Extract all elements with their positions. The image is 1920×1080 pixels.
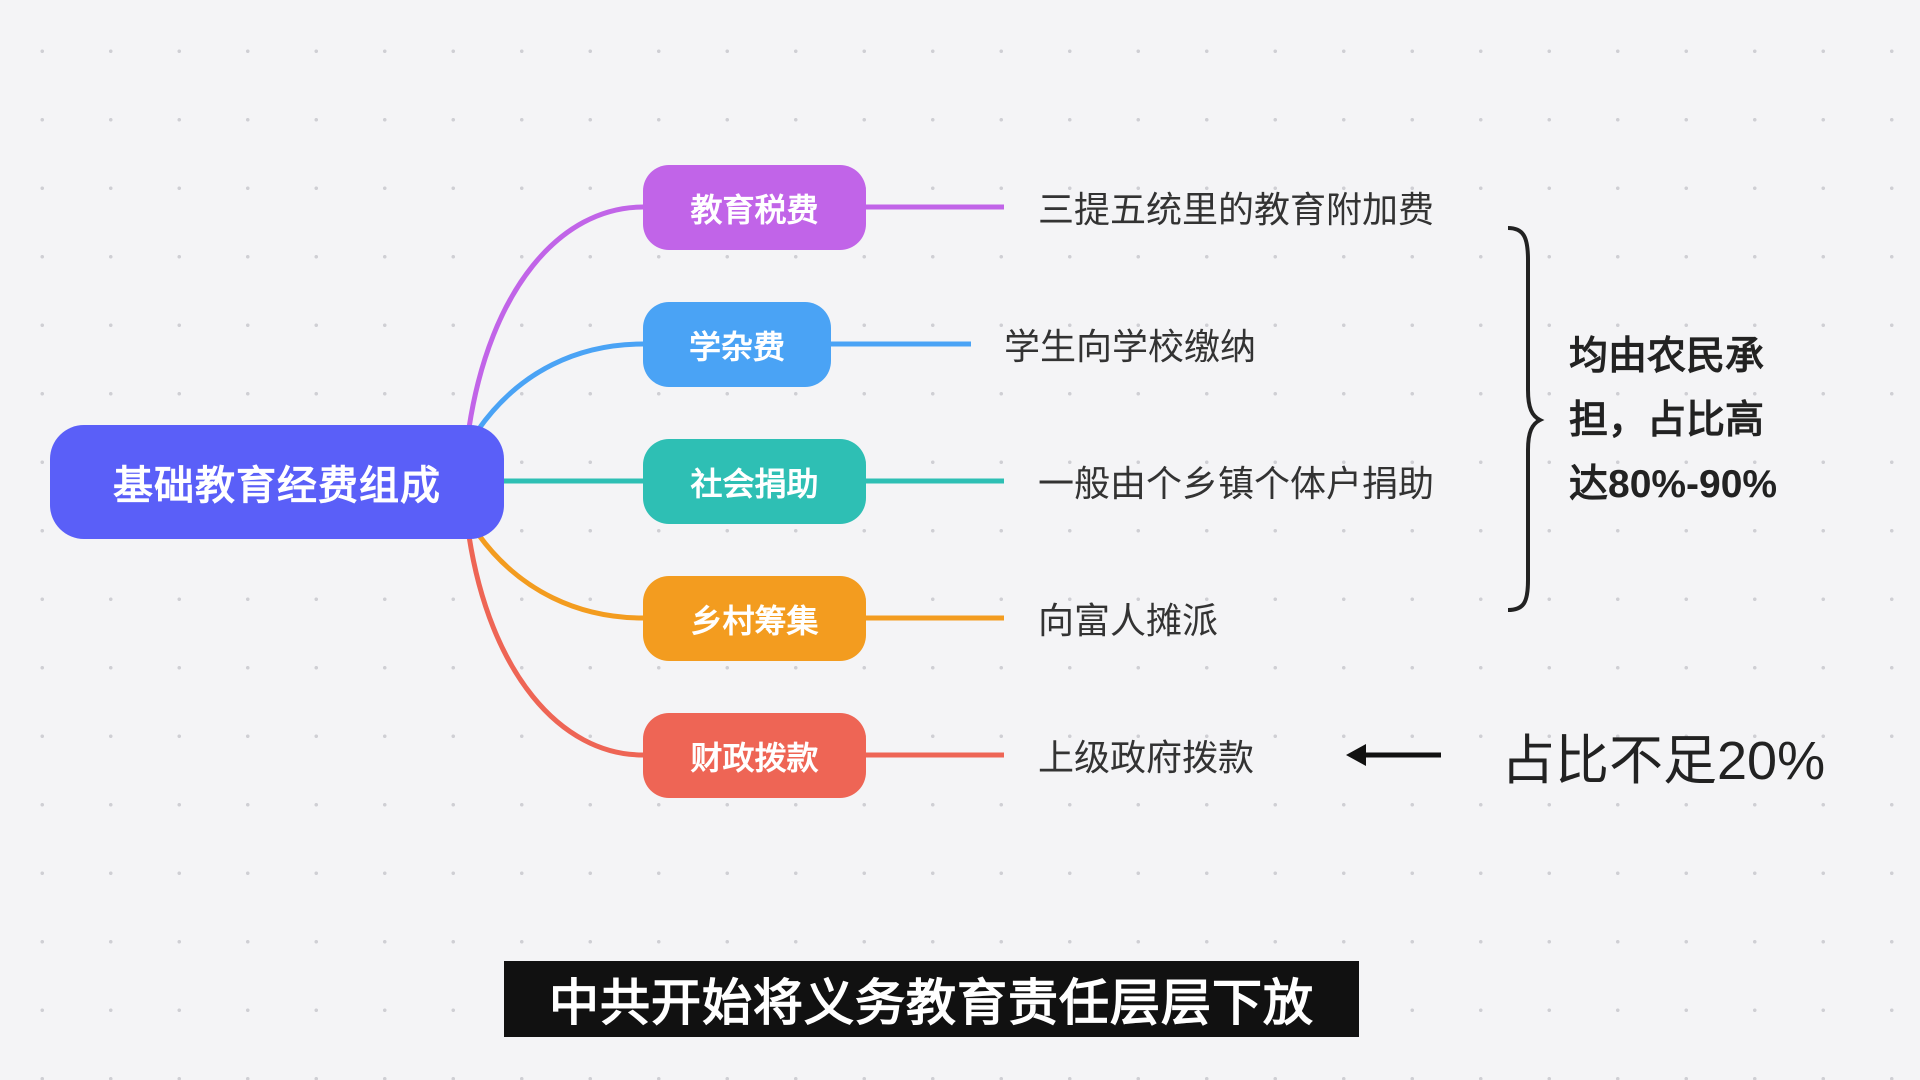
arrow-note: 占比不足20%: [1501, 731, 1826, 791]
link-branch-1: [475, 341, 644, 432]
link-branch-0: [466, 204, 644, 429]
leaf-text[interactable]: 上级政府拨款: [1038, 737, 1255, 778]
leaf-text[interactable]: 学生向学校缴纳: [1004, 326, 1257, 367]
branch-node-donation[interactable]: 社会捐助: [643, 439, 866, 524]
curly-brace: [1507, 226, 1545, 612]
link-branch-3: [475, 532, 644, 621]
bracket-note-line: 均由农民承: [1569, 335, 1765, 378]
branch-node-fiscal[interactable]: 财政拨款: [643, 713, 866, 798]
bracket-note-line: 达80%-90%: [1569, 463, 1778, 506]
leaf-text[interactable]: 一般由个乡镇个体户捐助: [1038, 463, 1435, 504]
leaf-text[interactable]: 向富人摊派: [1038, 600, 1219, 641]
branch-node-village-fund[interactable]: 乡村筹集: [643, 576, 866, 661]
branch-node-education-tax[interactable]: 教育税费: [643, 165, 866, 250]
video-subtitle: 中共开始将义务教育责任层层下放: [504, 961, 1359, 1037]
root-node[interactable]: 基础教育经费组成: [50, 425, 504, 539]
leaf-text[interactable]: 三提五统里的教育附加费: [1038, 189, 1435, 230]
bracket-note-line: 担，占比高: [1569, 399, 1765, 442]
bracket-note: 均由农民承 担，占比高 达80%-90%: [1569, 325, 1819, 517]
branch-node-tuition[interactable]: 学杂费: [643, 302, 831, 387]
link-branch-4: [466, 535, 644, 758]
arrow-left-icon: [1346, 744, 1441, 766]
